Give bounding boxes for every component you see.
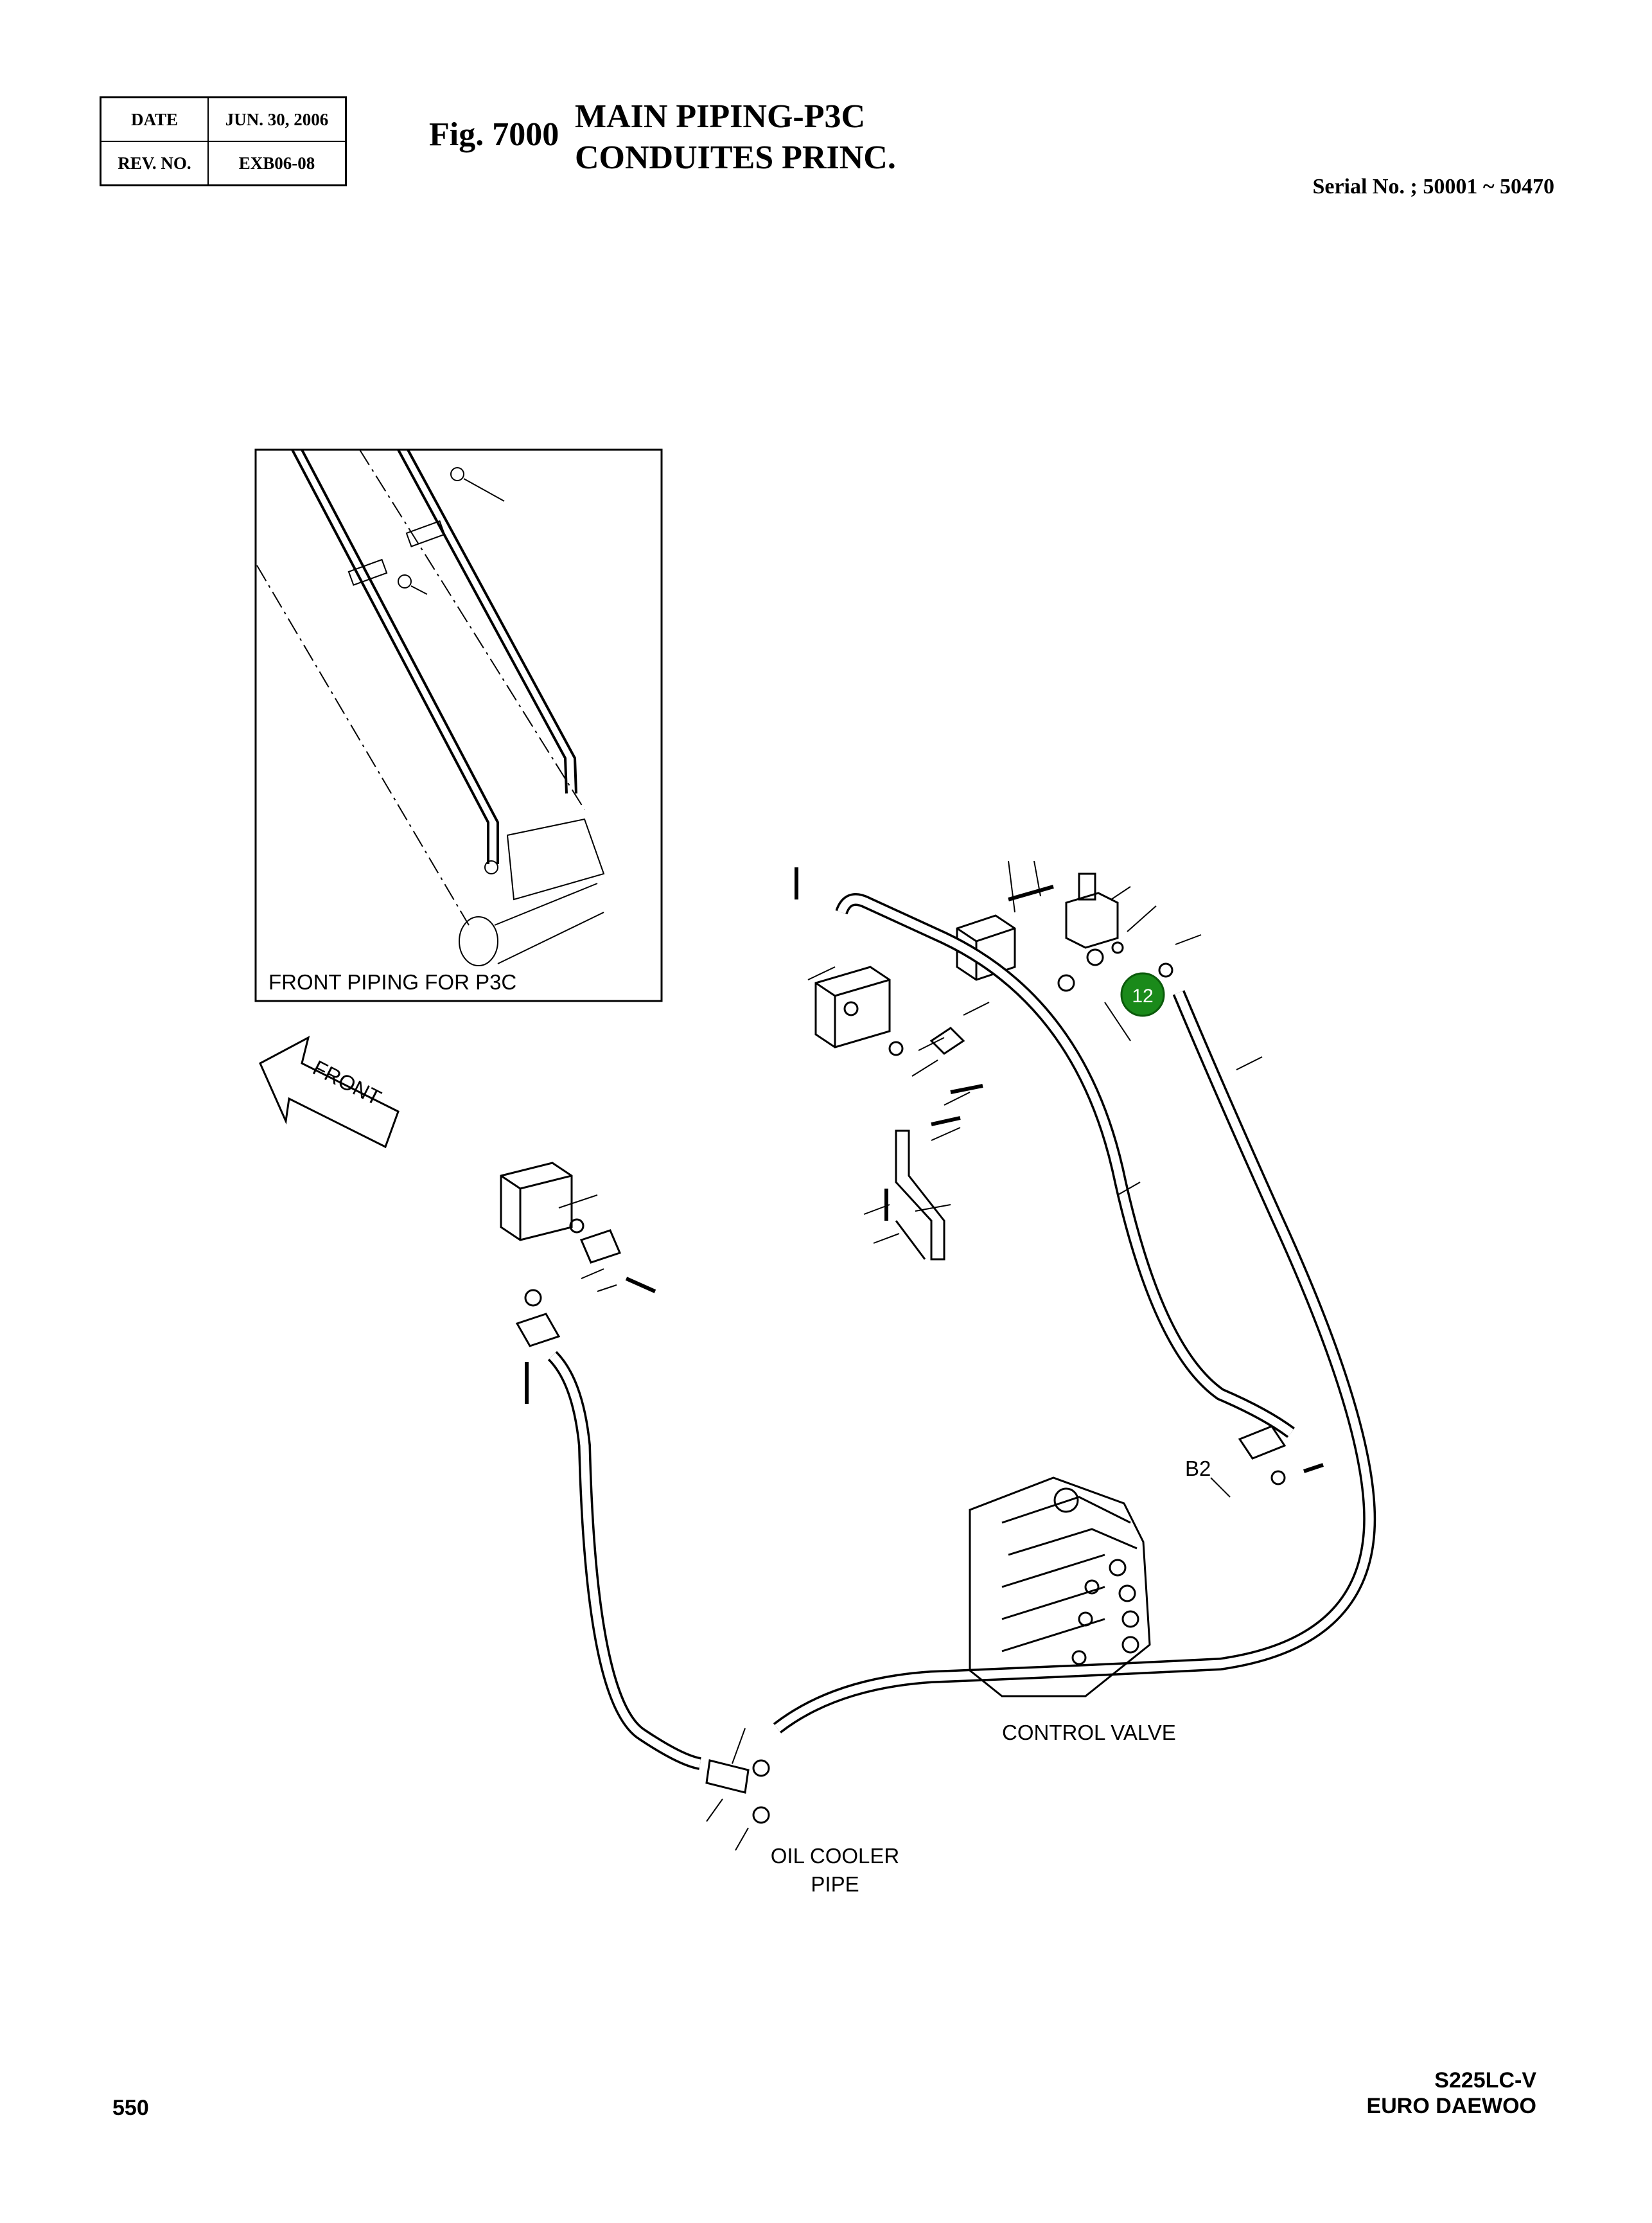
date-value: JUN. 30, 2006 bbox=[207, 96, 347, 142]
upper-valve-assembly bbox=[773, 860, 1376, 1733]
title-line-1: MAIN PIPING-P3C bbox=[575, 98, 866, 135]
callout-12-number: 12 bbox=[1132, 986, 1153, 1007]
page-number: 550 bbox=[112, 2096, 149, 2120]
front-arrow: FRONT bbox=[259, 1036, 400, 1149]
model-name: S225LC-V EURO DAEWOO bbox=[1367, 2068, 1536, 2119]
label-b2: B2 bbox=[1185, 1457, 1211, 1480]
callout-12[interactable]: 12 bbox=[1120, 972, 1165, 1017]
date-label: DATE bbox=[100, 96, 209, 142]
inset-caption: FRONT PIPING FOR P3C bbox=[268, 970, 516, 994]
model-line-2: EURO DAEWOO bbox=[1366, 2094, 1536, 2118]
rev-label: REV. NO. bbox=[100, 141, 209, 186]
model-line-1: S225LC-V bbox=[1434, 2068, 1536, 2093]
rev-value: EXB06-08 bbox=[207, 141, 347, 186]
control-valve bbox=[969, 1425, 1324, 1697]
label-oil-cooler-line2: PIPE bbox=[811, 1872, 859, 1896]
title-line-2: CONDUITES PRINC. bbox=[575, 139, 896, 176]
front-piping-inset bbox=[254, 448, 663, 1002]
revision-table: DATE JUN. 30, 2006 REV. NO. EXB06-08 bbox=[100, 96, 347, 186]
figure-number: Fig. 7000 bbox=[429, 116, 559, 153]
left-valve-block bbox=[500, 1162, 770, 1851]
callout-12-badge[interactable] bbox=[1120, 972, 1165, 1017]
page-title: MAIN PIPING-P3C CONDUITES PRINC. bbox=[575, 96, 896, 179]
serial-number: Serial No. ; 50001 ~ 50470 bbox=[1312, 175, 1554, 199]
label-oil-cooler-line1: OIL COOLER bbox=[771, 1844, 900, 1868]
label-control-valve: CONTROL VALVE bbox=[1002, 1721, 1176, 1744]
